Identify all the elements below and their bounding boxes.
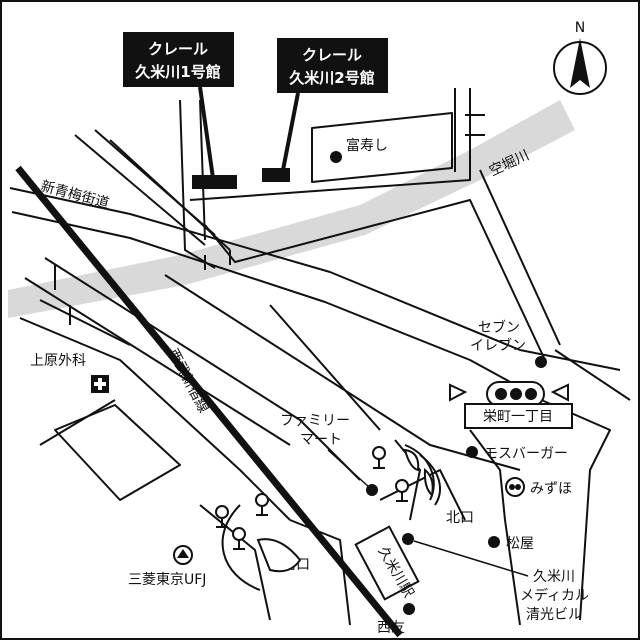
family-label-2: マート <box>300 432 342 448</box>
sakae-label: 栄町一丁目 <box>483 409 553 425</box>
building-kurale2: クレール 久米川2号館 <box>262 38 388 182</box>
kurale1-line1: クレール <box>148 40 208 58</box>
seven-label-2: イレブン <box>470 337 526 354</box>
station-plaza <box>221 504 261 591</box>
traffic-signal-icon <box>449 381 569 407</box>
railway <box>15 165 403 638</box>
seiyu-marker <box>403 603 415 615</box>
seven-marker <box>535 356 547 368</box>
mos-marker <box>466 446 478 458</box>
kurale2-line2: 久米川2号館 <box>289 69 374 87</box>
kurale2-footprint <box>262 168 290 182</box>
clinic-cross-icon <box>91 375 109 393</box>
mos-label: モスバーガー <box>484 446 568 462</box>
road-north-block <box>189 88 471 201</box>
medical-label-1: 久米川 <box>533 569 575 585</box>
seiyu-label: 西友 <box>377 620 405 636</box>
family-marker <box>366 484 378 496</box>
station-plaza-islands <box>256 448 434 573</box>
mizuho-label: みずほ <box>530 481 572 497</box>
kurale1-footprint <box>192 175 237 189</box>
mufj-label: 三菱東京UFJ <box>128 572 206 588</box>
avenue-road <box>9 187 621 371</box>
north-label: N <box>575 20 585 36</box>
clinic-label: 上原外科 <box>30 353 86 369</box>
seven-label-1: セブン <box>478 319 520 336</box>
fukuju-label: 富寿し <box>346 137 388 154</box>
river-band <box>8 100 575 318</box>
bank-mufj-icon <box>173 545 193 565</box>
matsuya-marker <box>488 536 500 548</box>
medical-label-3: 清光ビル <box>526 607 582 623</box>
medical-label-2: メディカル <box>520 587 589 604</box>
sakae-label-box <box>464 403 573 429</box>
kurale1-line2: 久米川1号館 <box>135 63 220 81</box>
bank-mizuho-icon <box>505 477 525 497</box>
building-kurale1: クレール 久米川1号館 <box>123 32 237 189</box>
north-arrow: N <box>553 20 607 95</box>
block-fukuju <box>311 112 453 183</box>
matsuya-label: 松屋 <box>506 536 534 552</box>
road-south-2 <box>164 274 521 471</box>
road-ticks <box>54 114 485 325</box>
kitaguchi-label: 北口 <box>446 510 474 526</box>
fukuju-marker <box>330 151 342 163</box>
tree-icons <box>215 446 409 550</box>
family-label-1: ファミリー <box>280 413 350 429</box>
road-east <box>554 349 631 401</box>
kurale2-line1: クレール <box>302 46 362 64</box>
medical-marker <box>402 533 414 545</box>
block-southwest <box>54 404 181 501</box>
